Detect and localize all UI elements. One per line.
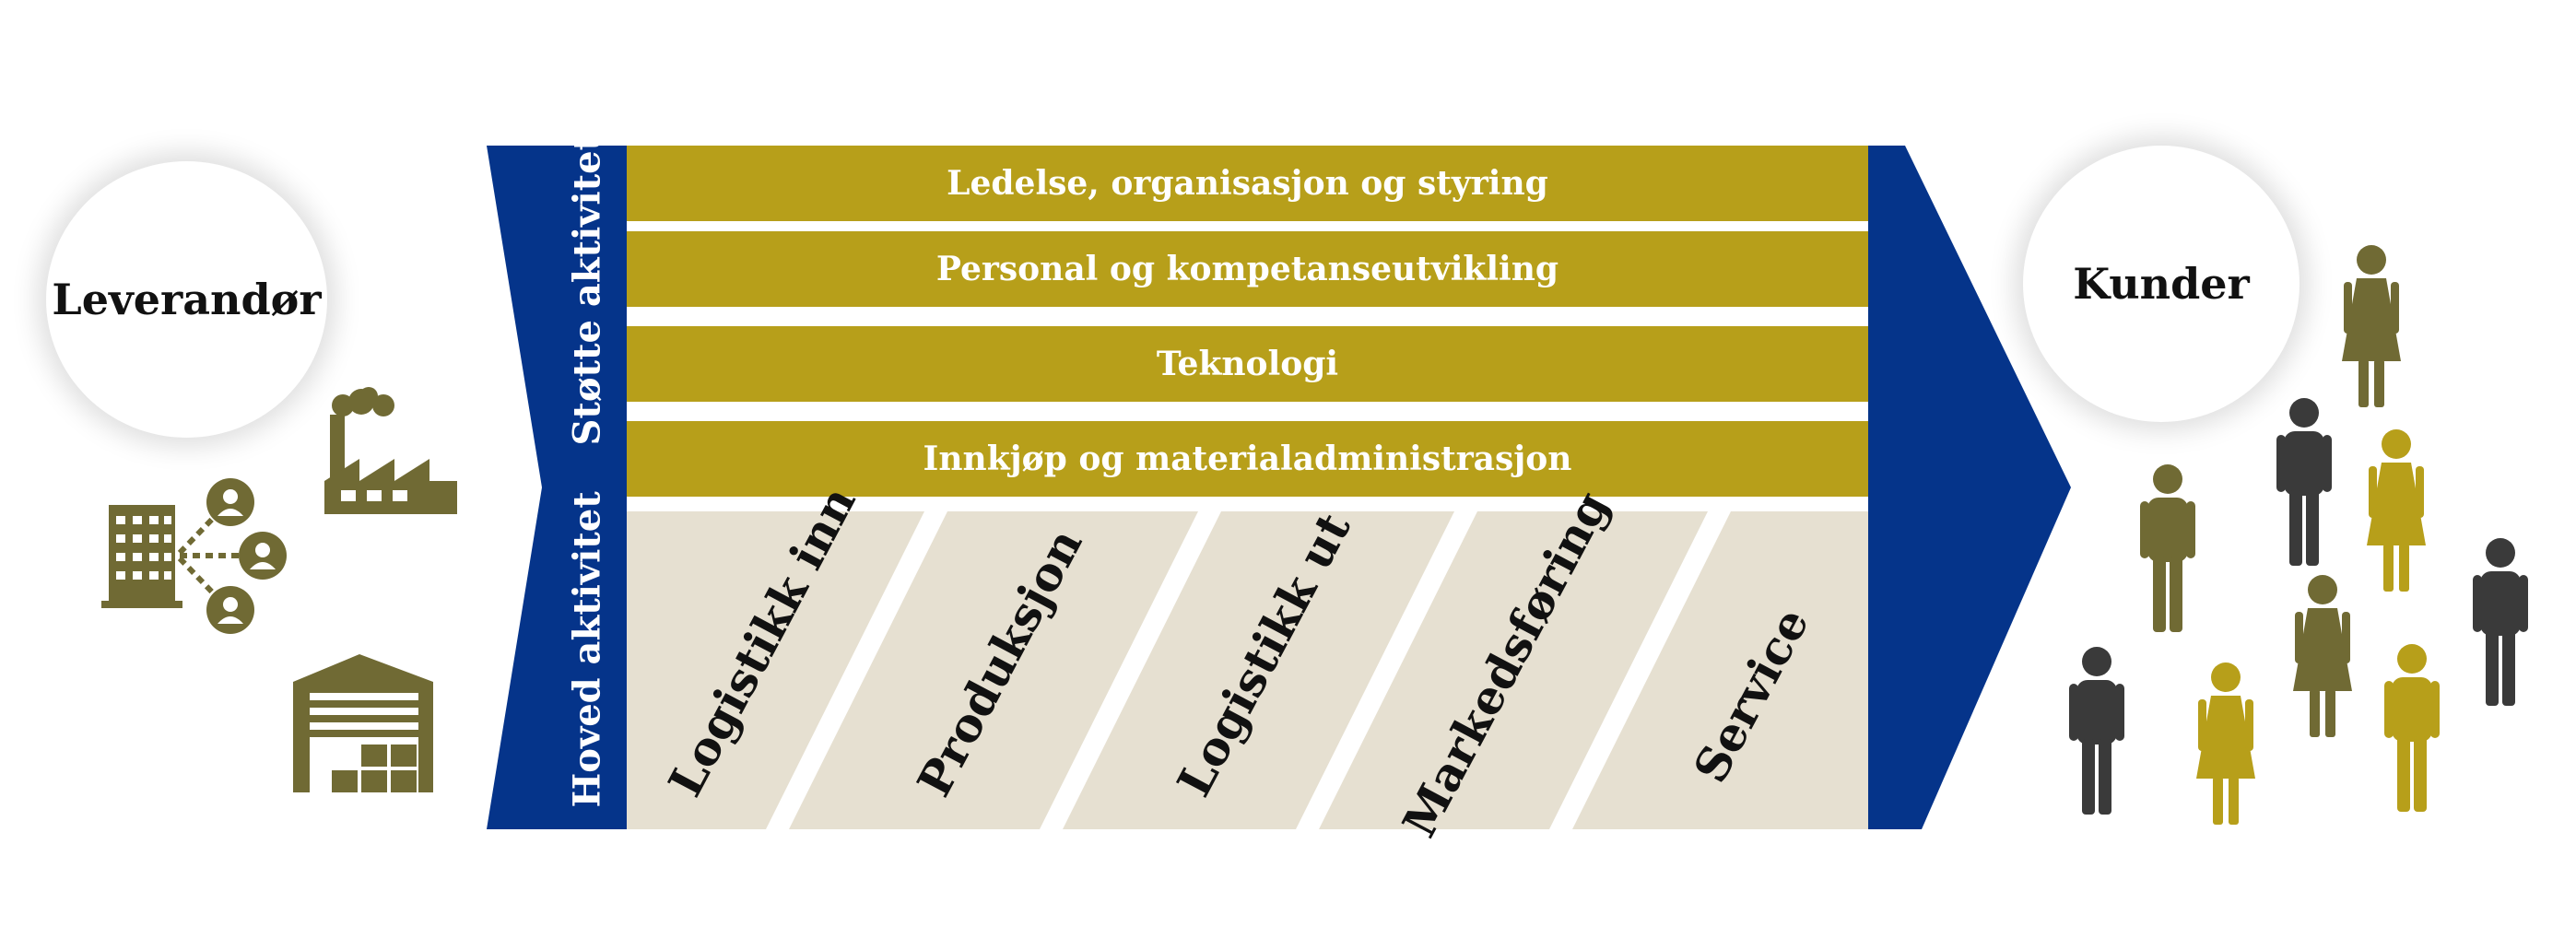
support-bar-bg-2	[627, 231, 1868, 307]
support-activity-3: Teknologi	[627, 326, 1868, 402]
primary-block-2	[789, 511, 1198, 829]
primary-block-1	[627, 511, 924, 829]
woman-figure-icon	[2293, 575, 2352, 737]
factory-icon	[324, 387, 457, 514]
supplier-circle: Leverandør	[46, 161, 327, 438]
supplier-label: Leverandør	[52, 275, 322, 324]
office-building-icon	[101, 505, 182, 608]
person-figure-icon	[2140, 464, 2195, 632]
support-activity-2-label: Personal og kompetanseutvikling	[935, 250, 1559, 288]
support-activity-heading: Støtte aktivitet	[565, 133, 609, 446]
person-figure-icon	[2384, 644, 2440, 812]
primary-block-3	[1063, 511, 1454, 829]
woman-figure-icon	[2367, 429, 2426, 592]
primary-activity-heading: Hoved aktivitet	[565, 491, 609, 808]
support-activity-2: Personal og kompetanseutvikling	[627, 231, 1868, 307]
support-activity-4-label: Innkjøp og materialadministrasjon	[923, 440, 1572, 478]
primary-block-4	[1319, 511, 1708, 829]
support-activity-3-label: Teknologi	[1156, 345, 1339, 383]
person-figure-icon	[2276, 398, 2332, 566]
customer-circle: Kunder	[2023, 146, 2300, 422]
customer-label: Kunder	[2073, 259, 2250, 309]
woman-figure-icon	[2342, 245, 2401, 407]
support-activity-4: Innkjøp og materialadministrasjon	[627, 421, 1868, 497]
support-activity-1: Ledelse, organisasjon og styring	[627, 146, 1868, 221]
primary-block-5	[1572, 511, 1868, 829]
person-figure-icon	[2069, 647, 2124, 815]
value-chain-arrowhead	[1868, 146, 2071, 829]
value-chain-left-chevron	[487, 146, 627, 829]
support-bar-bg-3	[627, 326, 1868, 402]
warehouse-icon	[293, 654, 433, 792]
support-bar-bg-4	[627, 421, 1868, 497]
support-bar-bg-1	[627, 146, 1868, 221]
support-activity-1-label: Ledelse, organisasjon og styring	[947, 164, 1548, 203]
person-figure-icon	[2473, 538, 2528, 706]
people-network-icon	[177, 478, 287, 634]
woman-figure-icon	[2196, 662, 2255, 825]
